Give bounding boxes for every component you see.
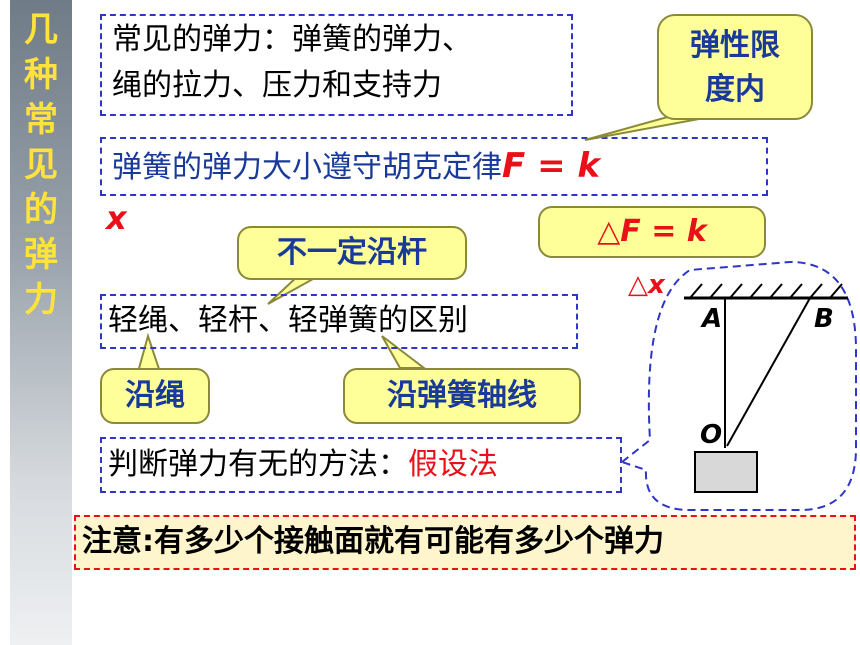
method-value: 假设法	[408, 447, 498, 482]
sidebar-char: 常	[24, 100, 58, 140]
sidebar-char: 弹	[24, 235, 58, 275]
rod-callout-text: 不一定沿杆	[277, 235, 427, 270]
sidebar: 几 种 常 见 的 弹 力	[10, 0, 72, 645]
distinguish-box	[100, 294, 578, 349]
sidebar-char: 种	[24, 55, 58, 95]
method-text: 判断弹力有无的方法：假设法	[108, 442, 498, 488]
hooke-formula: F = k	[502, 146, 600, 186]
hooke-law-text: 弹簧的弹力大小遵守胡克定律F = k	[112, 142, 600, 192]
spring-callout: 沿弹簧轴线	[343, 368, 581, 424]
common-forces-line1: 常见的弹力：弹簧的弹力、	[112, 22, 472, 57]
delta-formula-callout: △F = k	[538, 206, 766, 258]
rod-callout: 不一定沿杆	[237, 226, 467, 280]
sidebar-char: 见	[24, 145, 58, 185]
elastic-limit-callout: 弹性限 度内	[657, 14, 813, 120]
delta-x: △x	[628, 270, 665, 300]
elastic-limit-line2: 度内	[705, 72, 765, 107]
spring-callout-text: 沿弹簧轴线	[387, 378, 537, 413]
diagram-label-o: O	[700, 420, 723, 450]
common-forces-box	[100, 14, 573, 116]
diagram-label-b: B	[814, 304, 834, 334]
common-forces-line2: 绳的拉力、压力和支持力	[112, 68, 442, 103]
rope-callout-text: 沿绳	[125, 378, 185, 413]
sidebar-char: 力	[24, 280, 58, 320]
sidebar-char: 的	[24, 190, 58, 230]
hooke-law-box	[100, 137, 768, 196]
hooke-x: x	[106, 199, 127, 237]
delta-formula: △F = k	[597, 214, 707, 249]
diagram-label-a: A	[702, 304, 723, 334]
note-text: 注意:有多少个接触面就有可能有多少个弹力	[82, 524, 664, 559]
note-box	[74, 515, 856, 570]
distinguish-text: 轻绳、轻杆、轻弹簧的区别	[108, 303, 468, 338]
sidebar-char: 几	[24, 10, 58, 50]
elastic-limit-line1: 弹性限	[690, 28, 780, 63]
method-box	[100, 437, 622, 493]
method-label: 判断弹力有无的方法：	[108, 447, 408, 482]
hooke-law-label: 弹簧的弹力大小遵守胡克定律	[112, 150, 502, 185]
sidebar-title: 几 种 常 见 的 弹 力	[10, 8, 72, 323]
rope-callout: 沿绳	[100, 368, 210, 424]
